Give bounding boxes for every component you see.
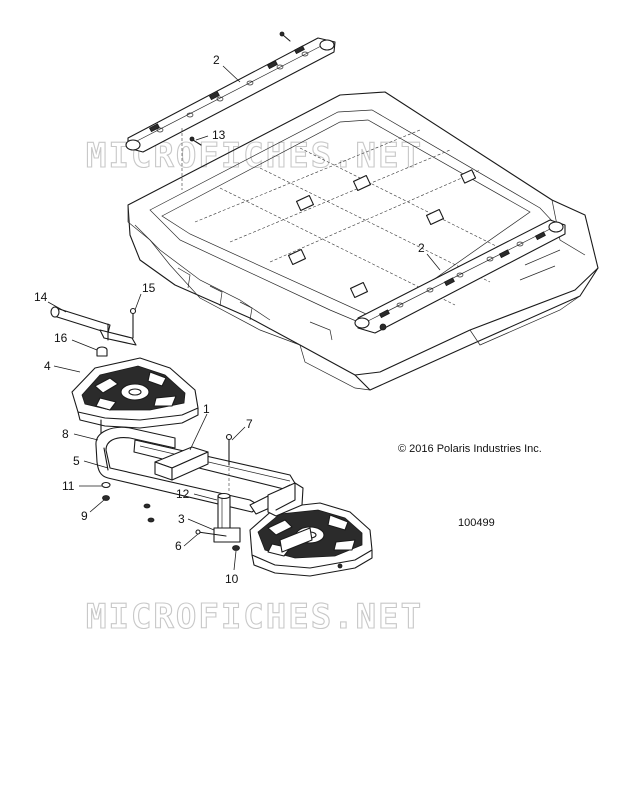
callout-14: 14	[34, 290, 48, 304]
leader-lines	[47, 65, 441, 571]
bolt-6	[195, 529, 227, 537]
callout-16: 16	[54, 331, 68, 345]
washer-11	[101, 481, 111, 489]
bolt-15	[129, 307, 137, 339]
callout-7: 7	[246, 417, 253, 431]
crossbar-1	[154, 446, 209, 481]
callout-11: 11	[62, 479, 75, 493]
callout-9: 9	[81, 509, 88, 523]
watermark-bottom: MICROFICHES.NET	[86, 597, 423, 637]
small-hardware	[143, 503, 155, 523]
callout-12: 12	[176, 487, 190, 501]
foot-tray-right	[249, 482, 373, 577]
callout-3: 3	[178, 512, 185, 526]
callout-2-upper: 2	[213, 53, 220, 67]
vehicle-bed	[127, 91, 599, 391]
handle-14	[50, 306, 137, 346]
callout-8: 8	[62, 427, 69, 441]
bracket-3	[213, 527, 241, 543]
callout-15: 15	[142, 281, 156, 295]
callout-10: 10	[225, 572, 239, 586]
callout-13: 13	[212, 128, 226, 142]
callout-4: 4	[44, 359, 51, 373]
footrest-frame-5	[95, 426, 297, 515]
nut-16	[96, 346, 108, 357]
callout-2-lower: 2	[418, 241, 425, 255]
nut-9	[102, 495, 110, 501]
copyright-notice: © 2016 Polaris Industries Inc.	[398, 443, 542, 455]
figure-number: 100499	[458, 517, 495, 529]
callout-6: 6	[175, 539, 182, 553]
nut-10	[232, 545, 240, 551]
rail-lower	[354, 219, 566, 334]
foot-tray-4	[71, 357, 199, 429]
rail-upper	[125, 31, 336, 153]
screw-13	[181, 128, 202, 190]
bolt-7	[225, 433, 233, 492]
callout-1: 1	[203, 402, 210, 416]
callout-5: 5	[73, 454, 80, 468]
